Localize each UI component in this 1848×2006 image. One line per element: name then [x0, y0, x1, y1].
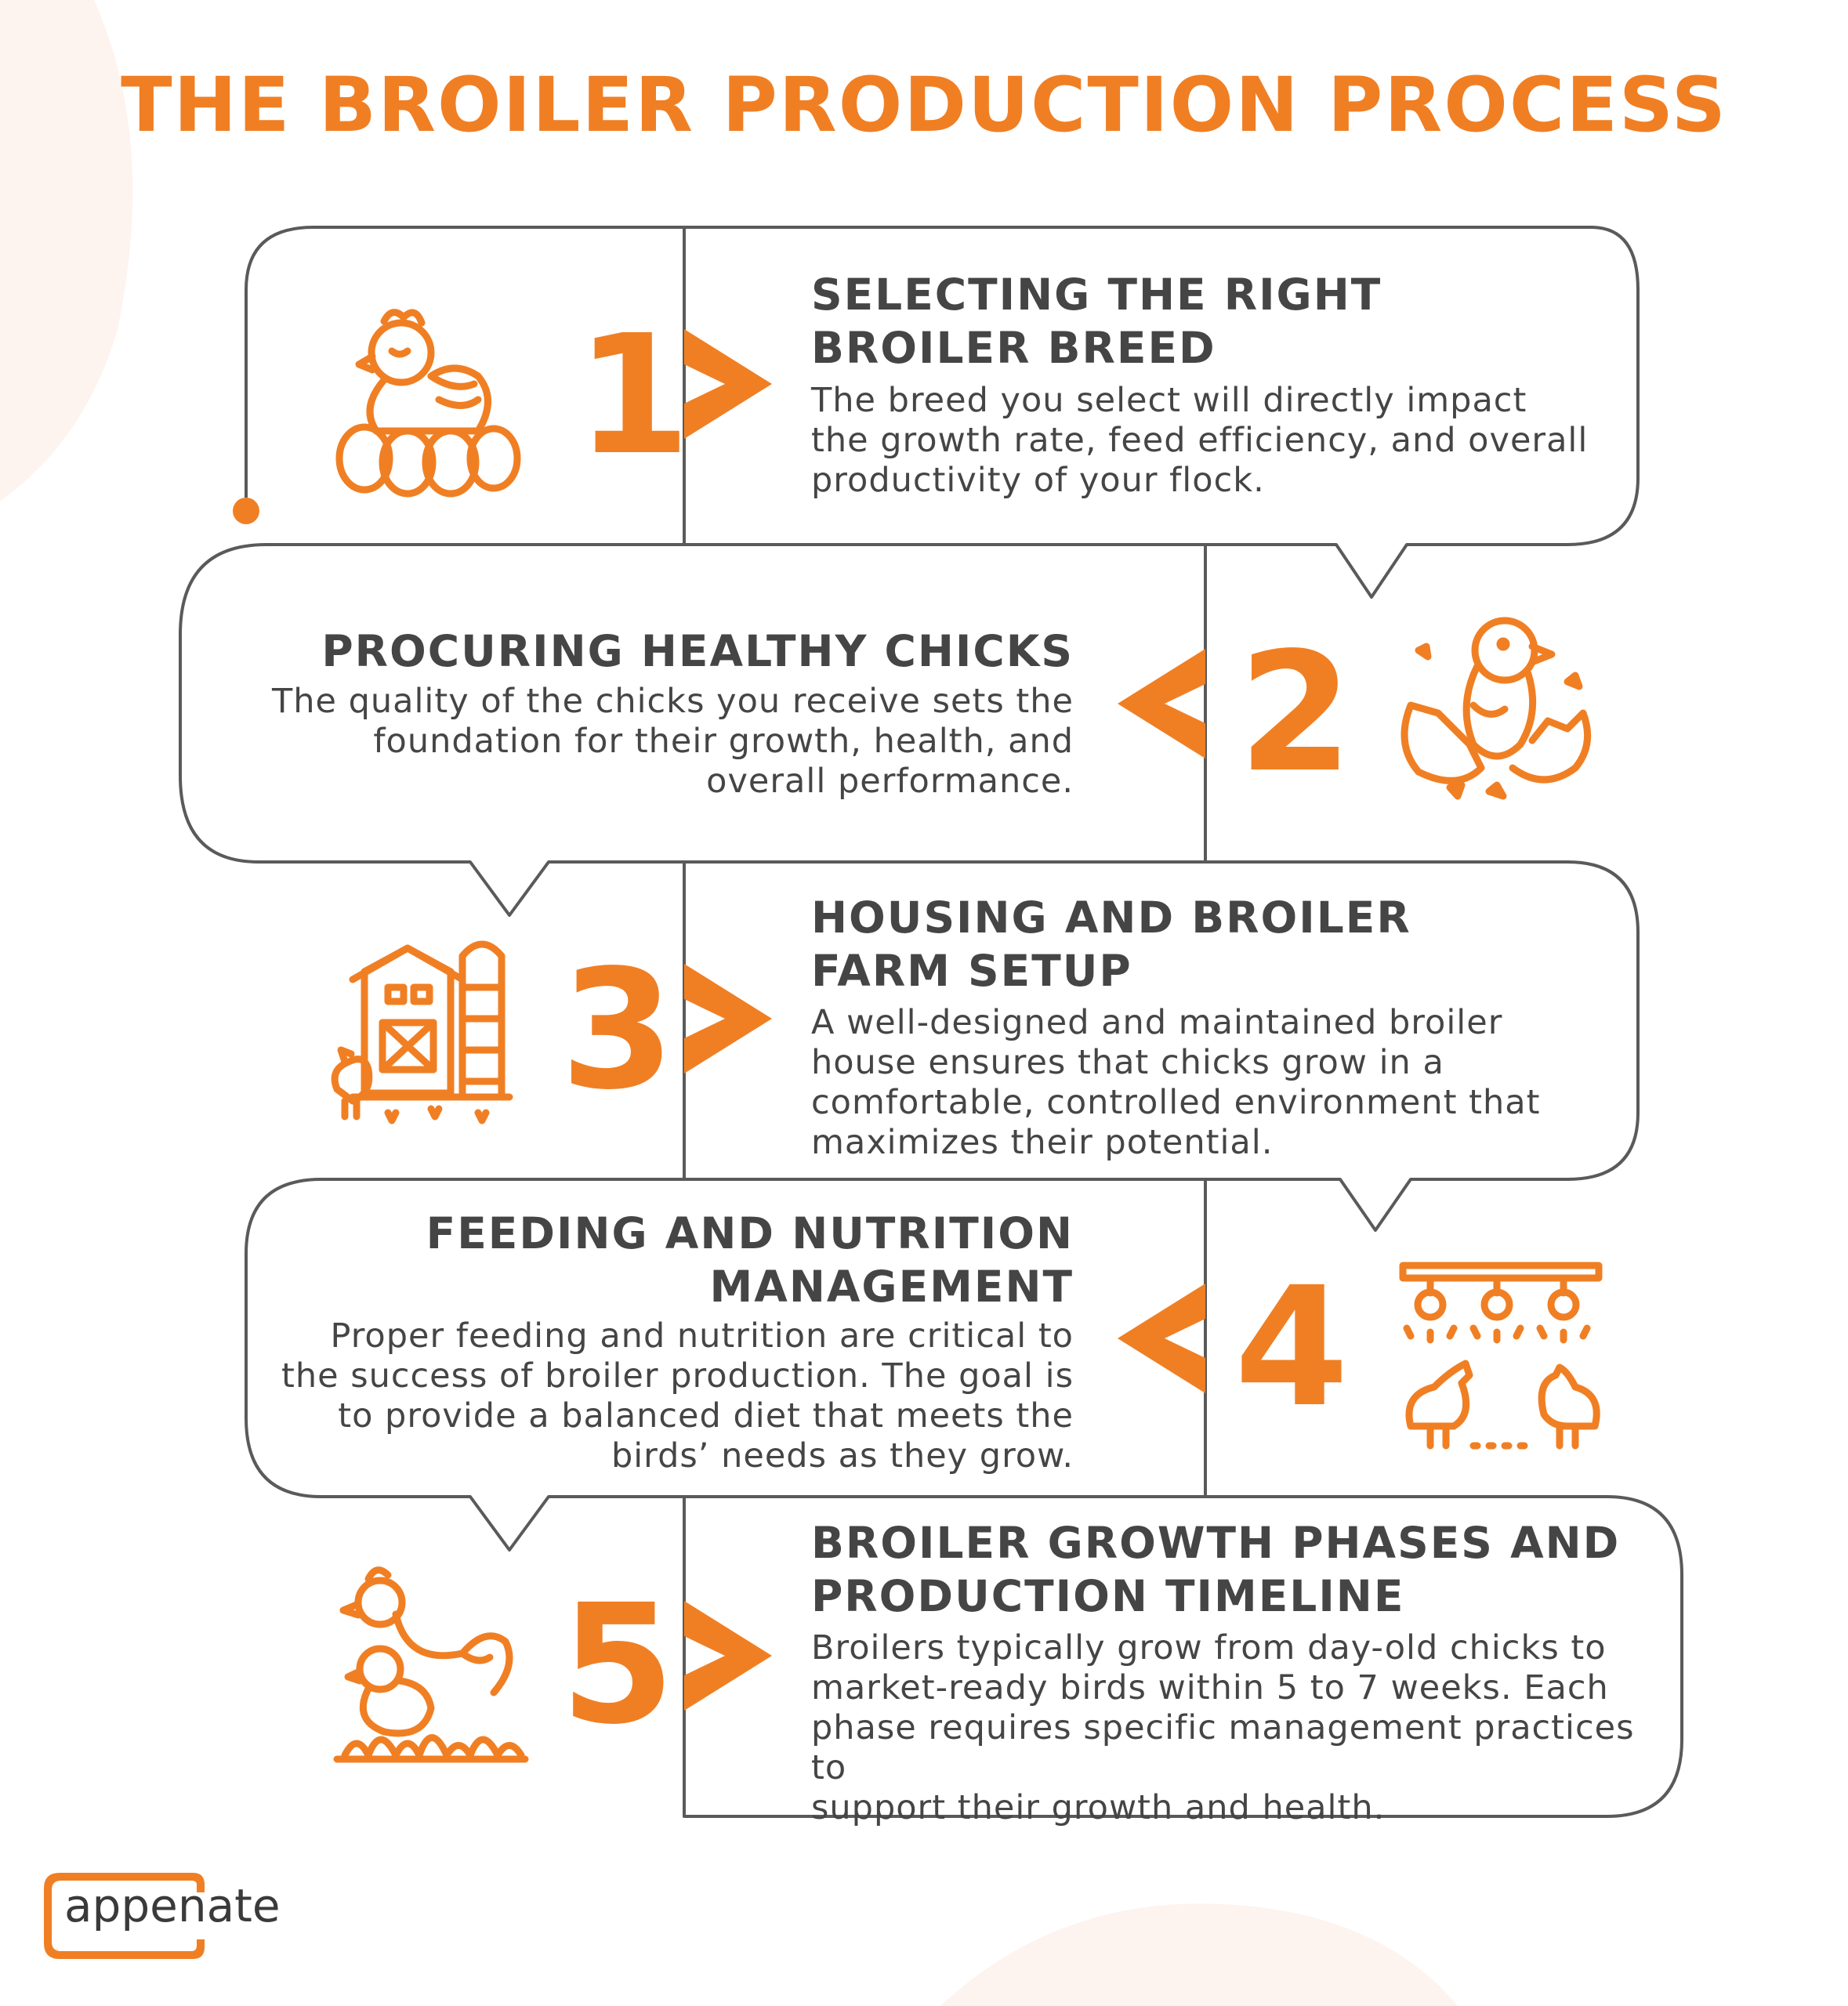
step-text-2-line-2: foundation for their growth, health, and [373, 722, 1074, 761]
chevron-right-icon-5 [684, 1601, 772, 1711]
hen-with-eggs-icon [335, 309, 521, 498]
step-text-3-line-1: A well-designed and maintained broiler [811, 1003, 1503, 1042]
hatching-chick-icon [1400, 617, 1592, 800]
step-text-3: A well-designed and maintained broiler h… [811, 1003, 1626, 1163]
step-number-1: 1 [576, 299, 691, 491]
step-text-1-line-3: productivity of your flock. [811, 461, 1265, 500]
chevron-right-icon-3 [684, 964, 772, 1074]
step-heading-5-line-1: BROILER GROWTH PHASES AND [811, 1518, 1621, 1568]
step-text-5-line-3: phase requires specific management pract… [811, 1708, 1635, 1787]
logo-text: appenate [64, 1879, 281, 1932]
step-heading-4: FEEDING AND NUTRITION MANAGEMENT [298, 1207, 1074, 1313]
step-text-4-line-4: birds’ needs as they grow. [611, 1436, 1074, 1476]
step-text-2-line-3: overall performance. [706, 762, 1074, 801]
step-heading-5-line-2: PRODUCTION TIMELINE [811, 1571, 1405, 1621]
feeder-chickens-icon [1399, 1262, 1603, 1450]
step-heading-3-line-2: FARM SETUP [811, 946, 1132, 996]
step-text-3-line-2: house ensures that chicks grow in a [811, 1043, 1444, 1082]
step-number-5: 5 [560, 1569, 676, 1761]
step-heading-1: SELECTING THE RIGHT BROILER BREED [811, 268, 1611, 375]
step-text-4-line-1: Proper feeding and nutrition are critica… [330, 1316, 1074, 1356]
step-text-3-line-4: maximizes their potential. [811, 1123, 1274, 1162]
page-title: THE BROILER PRODUCTION PROCESS [121, 61, 1727, 149]
hen-with-chick-icon [333, 1566, 529, 1763]
step-text-1-line-1: The breed you select will directly impac… [811, 381, 1527, 420]
step-text-5-line-1: Broilers typically grow from day-old chi… [811, 1628, 1607, 1667]
step-heading-3-line-1: HOUSING AND BROILER [811, 893, 1411, 943]
step-heading-1-line-2: BROILER BREED [811, 323, 1216, 373]
step-text-5-line-4: support their growth and health. [811, 1788, 1386, 1827]
barn-silo-icon [331, 940, 513, 1124]
chevron-left-icon-2 [1118, 649, 1205, 759]
step-heading-3: HOUSING AND BROILER FARM SETUP [811, 891, 1611, 998]
step-heading-2-line-1: PROCURING HEALTHY CHICKS [321, 626, 1074, 676]
step-heading-1-line-1: SELECTING THE RIGHT [811, 270, 1382, 320]
step-text-3-line-3: comfortable, controlled environment that [811, 1083, 1541, 1122]
step-heading-5: BROILER GROWTH PHASES AND PRODUCTION TIM… [811, 1516, 1658, 1623]
step-text-2-line-1: The quality of the chicks you receive se… [271, 682, 1074, 721]
step-text-4-line-2: the success of broiler production. The g… [281, 1356, 1074, 1396]
step-text-5: Broilers typically grow from day-old chi… [811, 1628, 1665, 1828]
step-text-1: The breed you select will directly impac… [811, 381, 1626, 501]
step-text-4-line-3: to provide a balanced diet that meets th… [338, 1396, 1074, 1436]
step-text-1-line-2: the growth rate, feed efficiency, and ov… [811, 421, 1589, 460]
step-number-4: 4 [1234, 1251, 1350, 1443]
step-number-2: 2 [1238, 617, 1353, 809]
step-text-4: Proper feeding and nutrition are critica… [259, 1316, 1074, 1476]
chevron-left-icon-4 [1118, 1284, 1205, 1393]
step-text-5-line-2: market-ready birds within 5 to 7 weeks. … [811, 1668, 1609, 1707]
chevron-right-icon-1 [684, 329, 772, 439]
step-heading-2: PROCURING HEALTHY CHICKS [298, 625, 1074, 678]
step-heading-4-line-1: FEEDING AND NUTRITION [426, 1208, 1074, 1258]
step-heading-4-line-2: MANAGEMENT [709, 1262, 1074, 1312]
step-number-3: 3 [560, 934, 676, 1126]
step-text-2: The quality of the chicks you receive se… [259, 682, 1074, 802]
